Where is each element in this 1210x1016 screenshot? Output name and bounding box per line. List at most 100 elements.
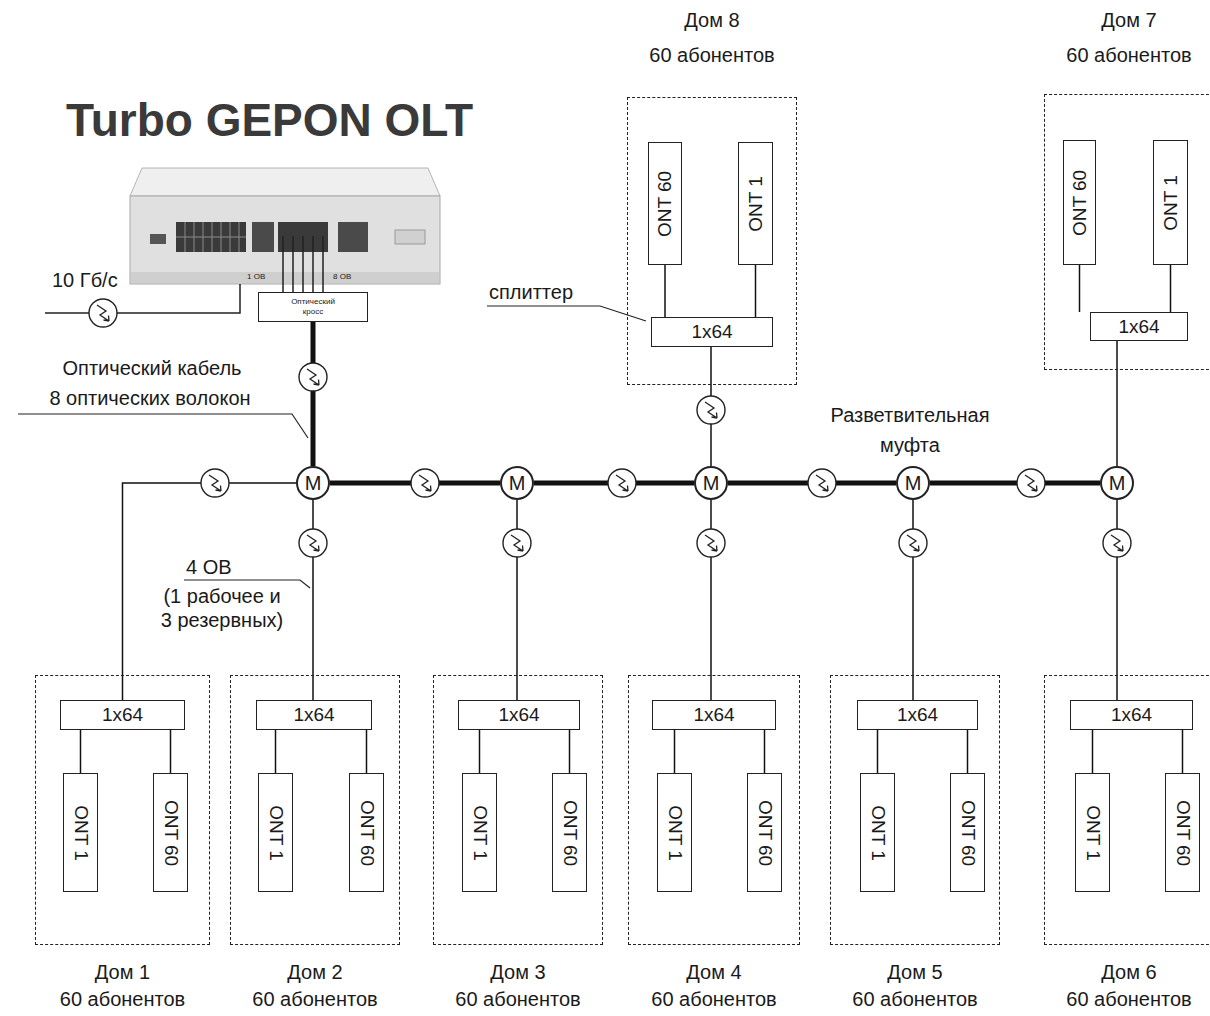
house-heading: Дом 7 xyxy=(1101,3,1156,38)
ont-label: ONT 1 xyxy=(664,805,686,861)
house-outline: Дом 860 абонентовONT 60ONT 11x64 xyxy=(627,97,797,385)
house-outline: Дом 760 абонентовONT 60ONT 11x64 xyxy=(1044,94,1210,370)
device-plate xyxy=(395,230,425,244)
trunk-cable xyxy=(311,322,316,466)
box-label: 1x64 xyxy=(1111,704,1152,726)
uplink-port xyxy=(252,222,274,252)
house-heading: Дом 1 xyxy=(95,959,150,986)
ont-label: ONT 1 xyxy=(1082,805,1104,861)
box-label: 1x64 xyxy=(693,704,734,726)
coupling-circle: M xyxy=(896,466,930,500)
splitter-box: 1x64 xyxy=(652,700,776,730)
title-text: Turbo GEPON OLT xyxy=(66,90,473,150)
ont-box: ONT 1 xyxy=(1153,140,1188,265)
ethernet-ports xyxy=(176,222,246,252)
box-label: 1x64 xyxy=(498,704,539,726)
cable-symbol xyxy=(503,529,531,557)
house-heading: Дом 4 xyxy=(686,959,741,986)
device-front xyxy=(130,196,440,284)
house-outline: Дом 460 абонентов1x64ONT 1ONT 60 xyxy=(628,675,800,945)
fiber-link xyxy=(764,730,766,773)
ont-label: ONT 1 xyxy=(1160,175,1182,231)
callout-label: 3 резервных) xyxy=(161,608,283,632)
ont-box: ONT 60 xyxy=(349,773,384,892)
ont-box: ONT 1 xyxy=(738,142,773,265)
box-label: 1x64 xyxy=(1118,316,1159,338)
house-heading: 60 абонентов xyxy=(649,38,774,73)
splitter-box: 1x64 xyxy=(256,700,372,730)
splitter-box: 1x64 xyxy=(1090,312,1188,341)
olt-device xyxy=(130,168,440,284)
sfp-port xyxy=(338,222,368,252)
cable-symbol xyxy=(299,529,327,557)
cable-symbol xyxy=(697,529,725,557)
house-outline: Дом 560 абонентов1x64ONT 1ONT 60 xyxy=(830,675,1000,945)
coupling-label: M xyxy=(1109,472,1126,494)
fiber-link xyxy=(366,730,368,773)
ont-label: ONT 1 xyxy=(70,805,92,861)
house-heading: Дом 8 xyxy=(684,3,739,38)
device-top xyxy=(130,168,440,196)
fiber-link xyxy=(1116,341,1118,466)
callout-label: 1 ОВ xyxy=(247,272,265,282)
ont-box: ONT 60 xyxy=(1063,140,1096,265)
leader-line xyxy=(18,414,308,438)
coupling-label: M xyxy=(703,472,720,494)
callout-label: 10 Гб/с xyxy=(52,268,118,292)
house-outline: Дом 360 абонентов1x64ONT 1ONT 60 xyxy=(433,675,603,945)
coupling-label: M xyxy=(509,472,526,494)
ont-box: ONT 1 xyxy=(860,773,895,892)
fiber-link xyxy=(1182,730,1184,773)
ont-box: ONT 1 xyxy=(1075,773,1110,892)
house-heading: Дом 5 xyxy=(887,959,942,986)
house-heading: 60 абонентов xyxy=(60,986,185,1013)
ont-label: ONT 1 xyxy=(745,176,767,232)
callout-label: Оптический кабель xyxy=(62,356,241,380)
ont-label: ONT 60 xyxy=(160,799,182,865)
ont-box: ONT 60 xyxy=(1165,773,1200,892)
fiber-link xyxy=(80,730,82,773)
port-grid xyxy=(176,222,246,252)
ont-box: ONT 60 xyxy=(552,773,587,892)
cable-symbol xyxy=(608,469,636,497)
cable-symbol xyxy=(697,396,725,424)
callout-label: Разветвительная муфта xyxy=(810,400,1010,460)
cable-symbol xyxy=(299,363,327,391)
splitter-box: 1x64 xyxy=(1070,700,1193,730)
ont-label: ONT 1 xyxy=(867,805,889,861)
coupling-circle: M xyxy=(694,466,728,500)
splitter-box: 1x64 xyxy=(458,700,580,730)
fiber-link xyxy=(664,265,666,317)
fiber-link xyxy=(967,730,969,773)
patch-fibers xyxy=(283,236,323,292)
ont-box: ONT 1 xyxy=(462,773,497,892)
fiber-link xyxy=(479,730,481,773)
box-label: 1x64 xyxy=(102,704,143,726)
fiber-link xyxy=(674,730,676,773)
ont-label: ONT 1 xyxy=(469,805,491,861)
ont-label: ONT 60 xyxy=(356,799,378,865)
cable-symbol xyxy=(89,299,117,327)
ont-box: ONT 60 xyxy=(747,773,782,892)
house-heading: 60 абонентов xyxy=(651,986,776,1013)
coupling-label: M xyxy=(905,472,922,494)
fiber-link xyxy=(1092,730,1094,773)
house-outline: Дом 160 абонентов1x64ONT 1ONT 60 xyxy=(35,675,210,945)
callout-label: 8 ОВ xyxy=(333,272,351,282)
fiber-link xyxy=(275,730,277,773)
house-outline: Дом 660 абонентов1x64ONT 1ONT 60 xyxy=(1044,675,1210,945)
cable-symbol xyxy=(201,469,229,497)
fiber-link xyxy=(170,730,172,773)
callout-label: сплиттер xyxy=(489,280,573,304)
box-label: 1x64 xyxy=(691,321,732,343)
ont-box: ONT 1 xyxy=(657,773,692,892)
fiber-link xyxy=(1079,265,1081,312)
box-label: Оптический кросс xyxy=(287,297,339,317)
ont-box: ONT 1 xyxy=(258,773,293,892)
ont-label: ONT 60 xyxy=(654,170,676,236)
console-port xyxy=(150,234,166,244)
fiber-link xyxy=(123,483,297,700)
cable-symbol xyxy=(899,529,927,557)
fiber-link xyxy=(569,730,571,773)
